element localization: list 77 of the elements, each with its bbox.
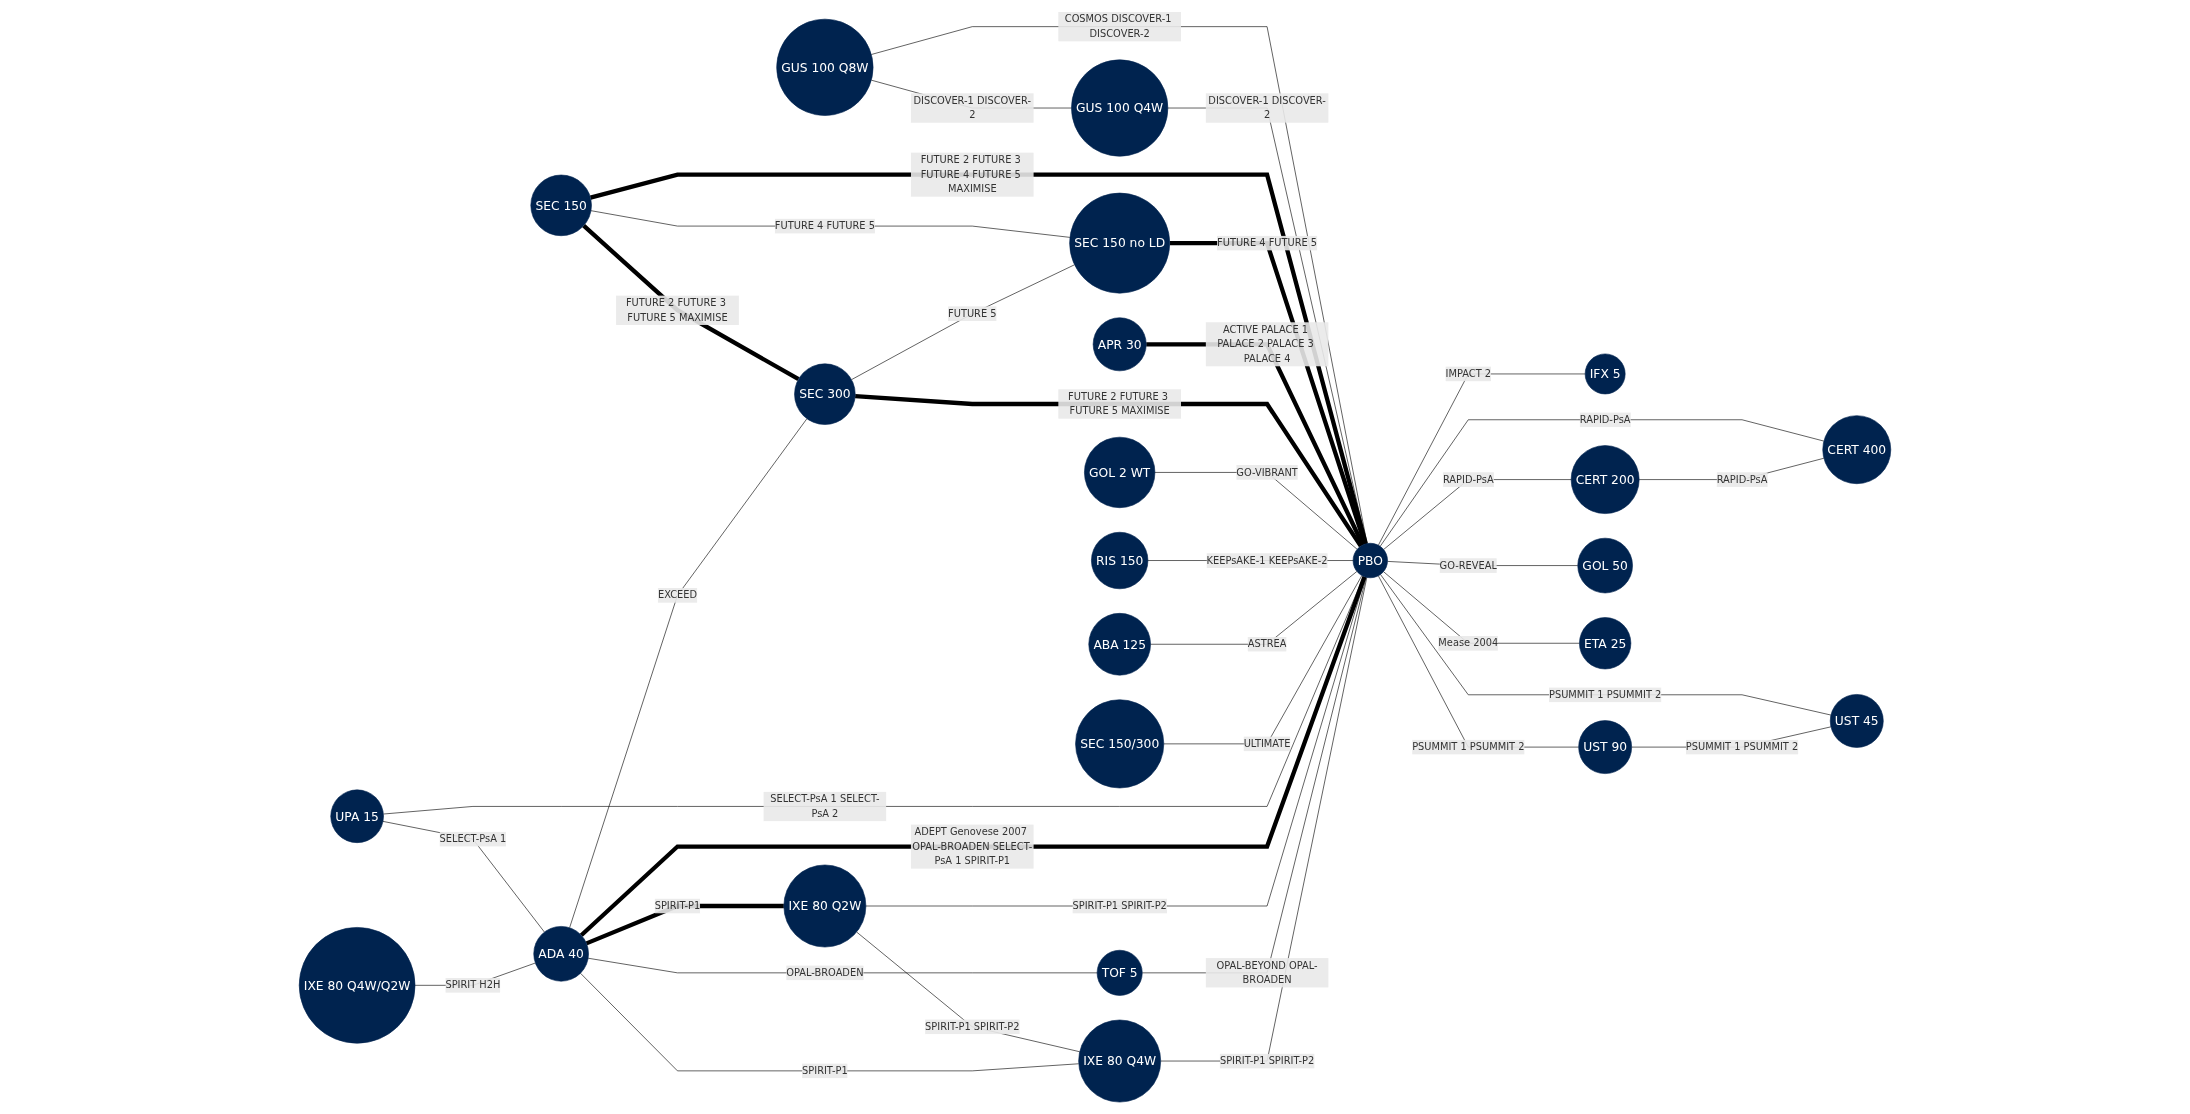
edge-label: ACTIVE PALACE 1 PALACE 2 PALACE 3 PALACE 4 (1217, 323, 1314, 365)
connector (1163, 575, 1363, 745)
edge-label: SELECT-PsA 1 SELECT-PsA 2 (770, 792, 880, 820)
edge-label: SPIRIT-P1 SPIRIT-P2 (925, 1020, 1020, 1033)
node-circle: CERT 200 (1570, 445, 1640, 514)
edge-label: FUTURE 5 (948, 307, 997, 320)
connector (1160, 577, 1368, 1062)
node-circle: TOF 5 (1096, 949, 1143, 996)
edge-label: IMPACT 2 (1445, 367, 1492, 380)
connector (590, 210, 1071, 238)
edge-label: DISCOVER-1 DISCOVER-2 (913, 94, 1031, 121)
node-circle: GOL 2 WT (1084, 436, 1156, 508)
connector (1141, 576, 1367, 974)
connector (851, 264, 1075, 380)
node-circle: IXE 80 Q4W (1078, 1019, 1162, 1103)
connector (589, 172, 1368, 545)
node-circle: ABA 125 (1088, 613, 1151, 676)
edge-label: FUTURE 4 FUTURE 5 (774, 219, 875, 232)
edge-label: Mease 2004 (1438, 637, 1499, 649)
node-circle: PBO (1352, 542, 1388, 579)
node-circle: UST 45 (1829, 694, 1884, 748)
edge-label: RAPID-PsA (1579, 413, 1631, 426)
connector (865, 576, 1366, 907)
node-circle: GUS 100 Q8W (776, 18, 874, 116)
edge-label: DISCOVER-1 DISCOVER-2 (1208, 94, 1326, 121)
edge-label: PSUMMIT 1 PSUMMIT 2 (1412, 740, 1525, 753)
node-circle: RIS 150 (1091, 531, 1149, 590)
node-circle: SEC 300 (794, 363, 856, 425)
edge-label: COSMOS DISCOVER-1 DISCOVER-2 (1064, 13, 1172, 40)
connector (1380, 574, 1832, 716)
edge-label: GO-VIBRANT (1236, 466, 1298, 478)
edge-label: GO-REVEAL (1439, 559, 1497, 572)
connector (1378, 575, 1579, 748)
connector (579, 576, 1367, 937)
edge-label: SPIRIT-P1 (802, 1064, 848, 1077)
edge-label: RAPID-PsA (1442, 473, 1494, 486)
node-circle: SEC 150/300 (1075, 699, 1165, 789)
edge-label: SPIRIT-P1 (654, 899, 701, 912)
node-circle: SEC 150 (530, 174, 592, 236)
node-circle: IXE 80 Q2W (783, 864, 867, 948)
edge-label: ASTREA (1247, 638, 1287, 650)
node-circle: IFX 5 (1584, 353, 1626, 395)
edge-label: ADEPT Genovese 2007 OPAL-BROADEN SELECT-PsA 1 SPIRIT-P1 (912, 825, 1033, 867)
edge-label: SELECT-PsA 1 (439, 833, 507, 845)
node-circle: ADA 40 (533, 926, 589, 982)
edge-label: SPIRIT H2H (445, 979, 501, 991)
edge-label: EXCEED (657, 589, 698, 601)
edge-label: SPIRIT-P1 SPIRIT-P2 (1219, 1054, 1315, 1067)
node-circle: IXE 80 Q4W/Q2W (298, 927, 416, 1044)
edge-label: FUTURE 2 FUTURE 3 FUTURE 5 MAXIMISE (625, 296, 728, 324)
connector (569, 418, 808, 929)
node-circle: GOL 50 (1577, 537, 1633, 594)
edge-label: PSUMMIT 1 PSUMMIT 2 (1549, 688, 1662, 701)
node-circle: GUS 100 Q4W (1071, 59, 1169, 157)
node-circle: ETA 25 (1579, 617, 1632, 670)
connector (1378, 373, 1586, 546)
node-circle: CERT 400 (1822, 415, 1892, 484)
edge-label: KEEPsAKE-1 KEEPsAKE-2 (1206, 554, 1328, 567)
edge-label: OPAL-BEYOND OPAL-BROADEN (1216, 959, 1318, 986)
edge-label: FUTURE 2 FUTURE 3 FUTURE 5 MAXIMISE (1068, 390, 1170, 417)
edge-label: OPAL-BROADEN (786, 966, 864, 979)
edge-label: PSUMMIT 1 PSUMMIT 2 (1685, 740, 1799, 753)
edge-label: ULTIMATE (1243, 737, 1291, 750)
node-circle: UPA 15 (330, 789, 384, 843)
edge-label: SPIRIT-P1 SPIRIT-P2 (1072, 899, 1167, 912)
edge-label: FUTURE 4 FUTURE 5 (1217, 236, 1318, 249)
connector (383, 576, 1364, 815)
node-circle: APR 30 (1092, 317, 1147, 372)
connector (582, 224, 800, 382)
node-circle: SEC 150 no LD (1069, 192, 1171, 294)
node-circle: UST 90 (1578, 720, 1632, 774)
connector (580, 972, 1080, 1072)
edge-label: RAPID-PsA (1716, 473, 1768, 486)
connector (1146, 342, 1365, 546)
connector (856, 931, 1080, 1053)
connector (382, 821, 545, 933)
edge-label: FUTURE 2 FUTURE 3 FUTURE 4 FUTURE 5 MAXIMISE (920, 153, 1021, 195)
